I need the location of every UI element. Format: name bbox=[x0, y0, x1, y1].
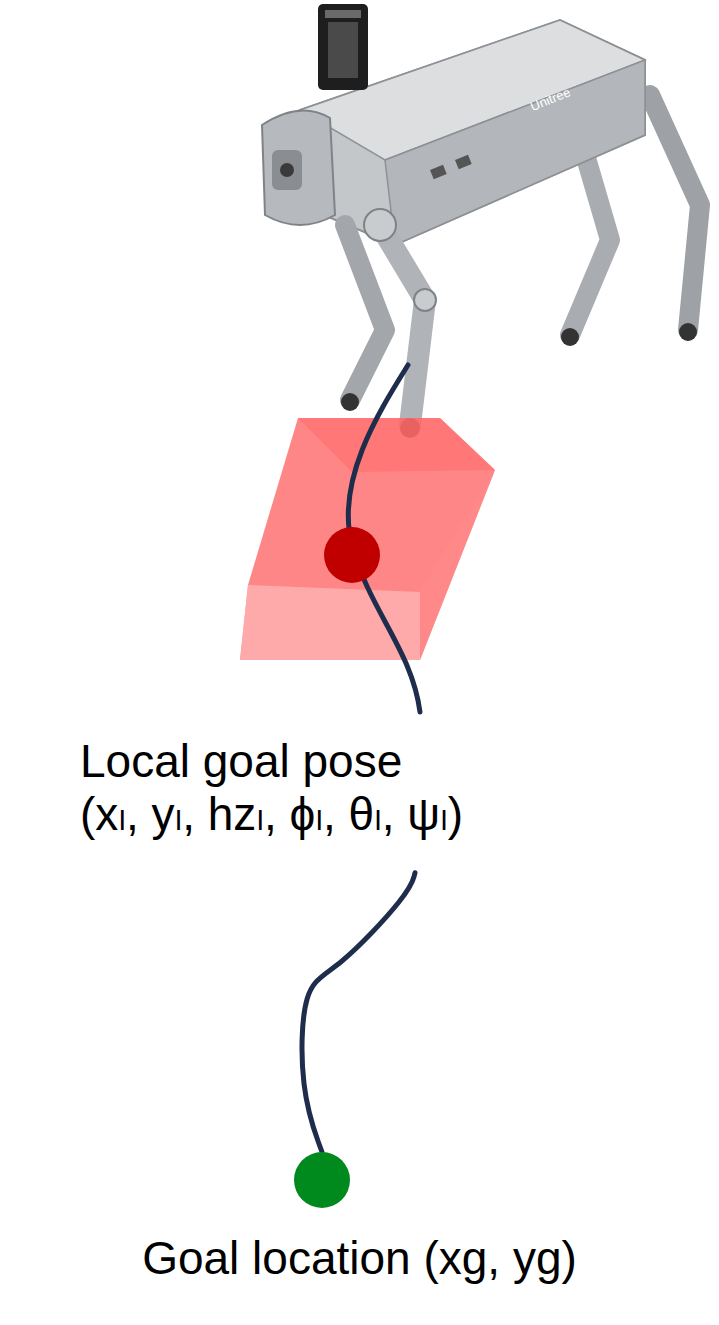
obstacle-box bbox=[240, 418, 495, 660]
local-goal-dot bbox=[324, 527, 380, 583]
spacer bbox=[5, 1210, 714, 1232]
goal-dot-circle bbox=[294, 1152, 350, 1208]
goal-location-marker: Goal location (xg, yg) bbox=[5, 1150, 714, 1291]
robot-dog bbox=[262, 4, 700, 438]
node-heading: Local goal pose bbox=[80, 735, 710, 788]
brand-label: Unitree bbox=[528, 84, 572, 114]
node-heading: Goal location (xg, yg) bbox=[5, 1232, 714, 1285]
goal-dot bbox=[292, 1150, 352, 1210]
trajectory-line bbox=[302, 873, 415, 1152]
node-formula: (xₗ, yₗ, hzₗ, ϕₗ, θₗ, ψₗ) bbox=[80, 788, 710, 841]
local-goal-label: Local goal pose(xₗ, yₗ, hzₗ, ϕₗ, θₗ, ψₗ) bbox=[80, 735, 710, 869]
